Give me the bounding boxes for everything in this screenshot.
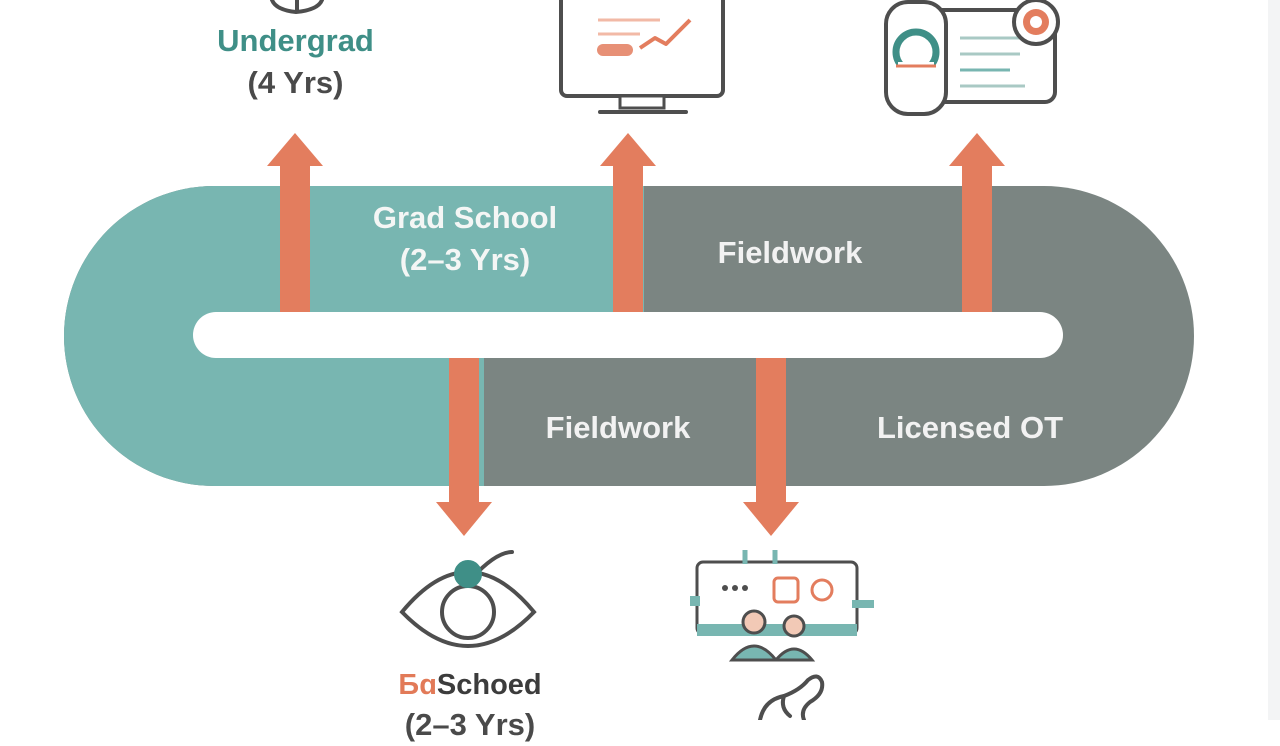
up-arrow-monitor [600,133,656,312]
fieldwork-upper-label: Fieldwork [717,235,863,270]
grad-school-years: (2–3 Yrs) [399,242,531,277]
page-edge-strip [1268,0,1280,720]
up-arrow-license-card [949,133,1005,312]
hand-icon [758,674,825,720]
bottom-school-label: ƂɑSchoed [380,664,560,706]
licensed-ot-label: Licensed OT [876,410,1064,445]
undergrad-title: Undergrad [217,23,374,58]
bottom-school-years: (2–3 Yrs) [404,707,536,742]
progress-band [193,312,1063,358]
pathway-diagram [64,0,1194,720]
track-upper-teal [64,186,644,336]
down-arrow-classroom [743,358,799,536]
track-lower-teal [64,336,484,486]
fieldwork-lower-label: Fieldwork [545,410,691,445]
id-card-icon [884,0,1060,116]
classroom-icon [690,550,874,662]
up-arrow-undergrad [267,133,323,312]
down-arrow-school [436,358,492,536]
undergrad-years: (4 Yrs) [247,65,344,100]
bottom-school-prefix: Ƃɑ [398,669,437,701]
up-arrows [267,133,1005,312]
graduation-cap-icon [270,0,324,15]
bottom-school-word: Schoed [436,669,542,701]
eye-icon [399,550,537,648]
down-arrows [436,358,799,536]
computer-monitor-icon [559,0,725,114]
grad-school-title: Grad School [372,200,558,235]
